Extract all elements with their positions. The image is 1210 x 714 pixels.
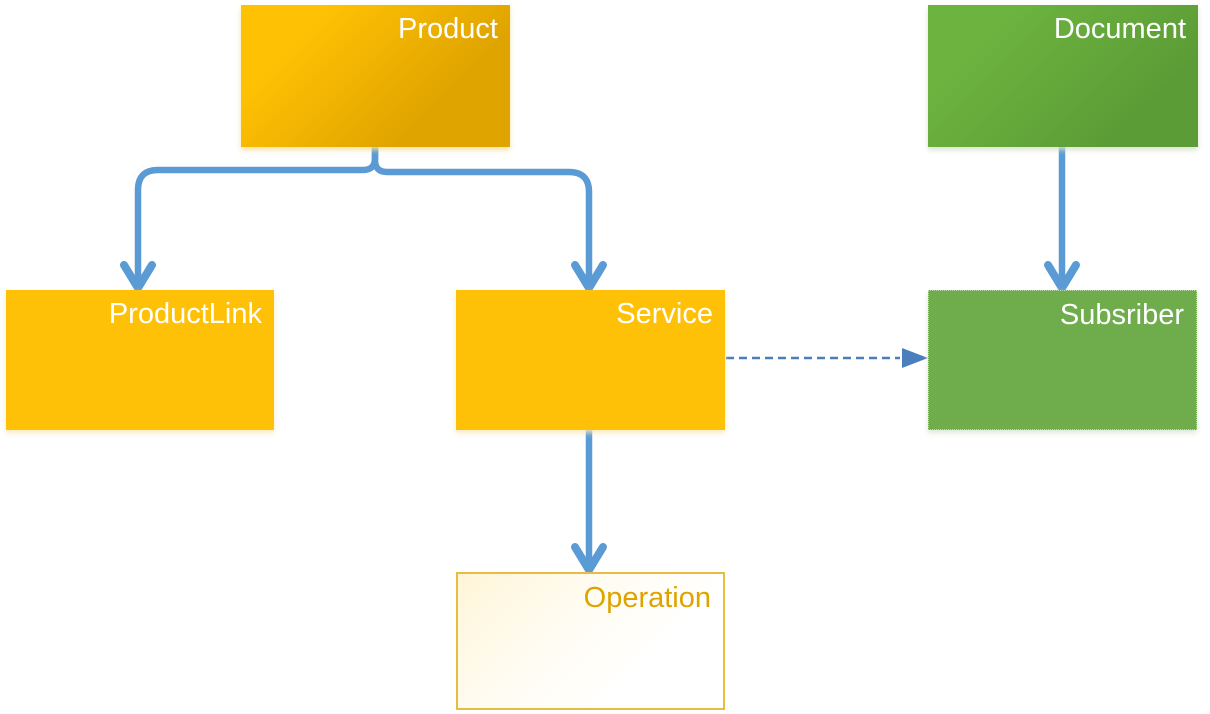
edge-line <box>371 143 593 284</box>
edge-product-to-service[interactable] <box>371 143 607 292</box>
node-document[interactable]: Document <box>928 5 1198 147</box>
node-operation[interactable]: Operation <box>456 572 725 710</box>
node-service-label: Service <box>616 298 713 330</box>
edge-service-to-operation[interactable] <box>571 426 607 574</box>
node-product-label: Product <box>398 13 498 45</box>
arrowhead-down-icon <box>1044 261 1080 292</box>
node-productlink[interactable]: ProductLink <box>6 290 274 430</box>
arrowhead-down-icon <box>120 261 156 292</box>
arrowhead-down-icon <box>571 543 607 574</box>
edge-service-to-subsriber-dashed[interactable] <box>726 348 928 368</box>
edge-line <box>134 143 379 284</box>
edge-document-to-subsriber[interactable] <box>1044 143 1080 292</box>
node-operation-label: Operation <box>583 582 711 614</box>
node-productlink-label: ProductLink <box>108 298 262 330</box>
node-subsriber-label: Subsriber <box>1059 299 1184 331</box>
arrowhead-down-icon <box>571 261 607 292</box>
node-document-label: Document <box>1053 13 1186 45</box>
edge-product-to-productlink[interactable] <box>120 143 379 292</box>
node-service[interactable]: Service <box>456 290 725 430</box>
node-product[interactable]: Product <box>241 5 510 147</box>
arrowhead-right-icon <box>902 348 928 368</box>
node-subsriber[interactable]: Subsriber <box>928 290 1197 430</box>
